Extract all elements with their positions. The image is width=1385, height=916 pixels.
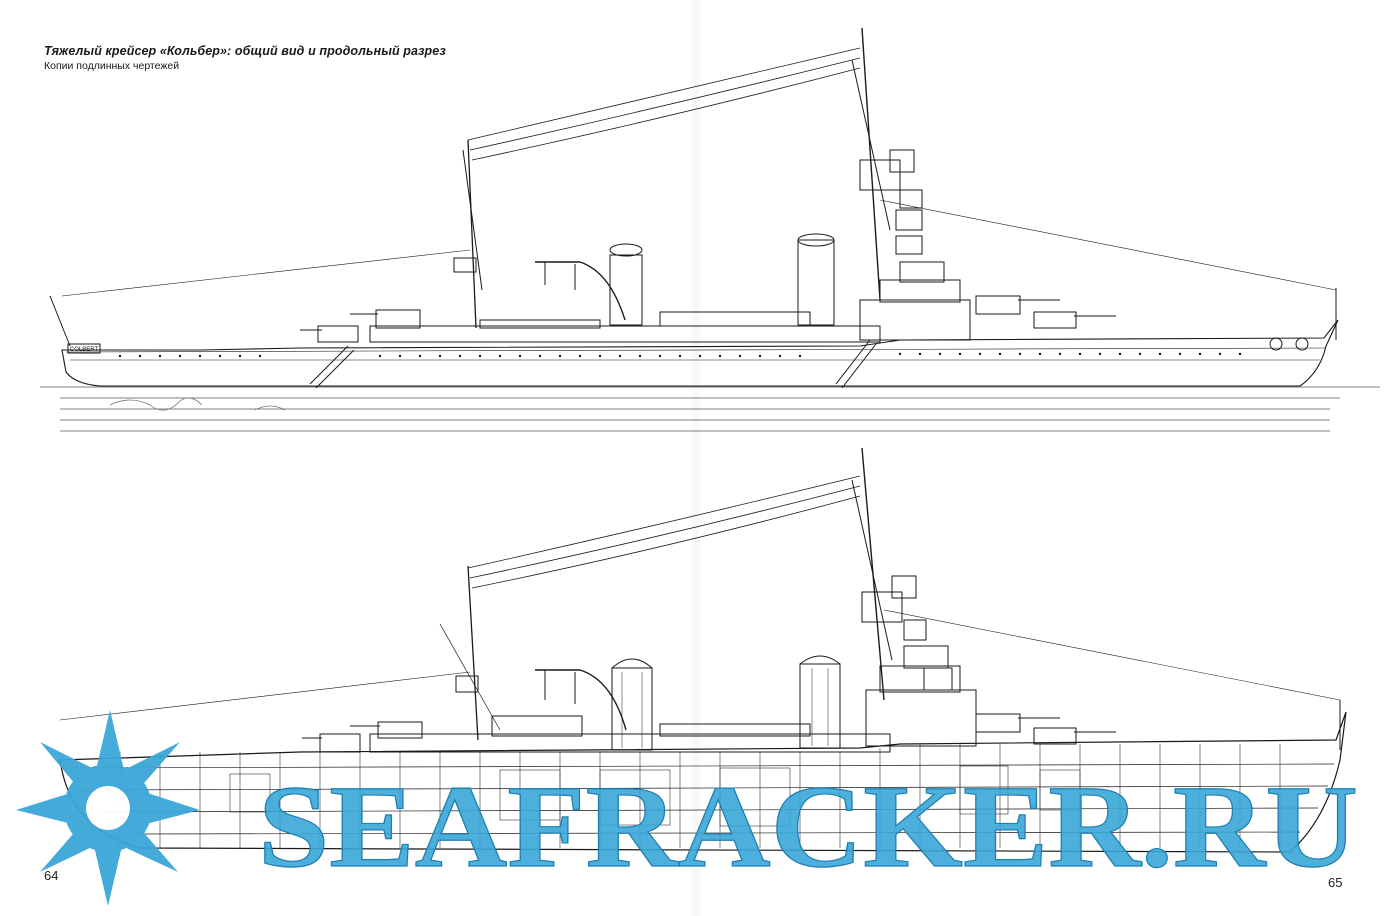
book-gutter	[690, 0, 702, 916]
gun-turrets	[300, 295, 1116, 343]
accommodation-ladders	[309, 339, 877, 389]
watermark: SEAFRACKER.RU	[16, 710, 1359, 906]
section-gun-turrets	[302, 713, 1116, 753]
figure-subtitle: Копии подлинных чертежей	[44, 60, 180, 72]
superstructure	[369, 233, 971, 343]
figure-caption: Тяжелый крейсер «Кольбер»: общий вид и п…	[44, 44, 446, 72]
ship-profile-view: COLBERT	[40, 27, 1380, 432]
watermark-sunburst-icon	[16, 710, 200, 906]
watermark-text: SEAFRACKER.RU	[258, 761, 1358, 892]
section-masts	[59, 447, 1341, 750]
figure-title: Тяжелый крейсер «Кольбер»: общий вид и п…	[44, 44, 446, 58]
page-number-left: 64	[44, 868, 59, 883]
masts	[49, 27, 1337, 347]
ship-name-plate: COLBERT	[67, 343, 101, 354]
hull	[61, 319, 1339, 387]
waterline	[40, 386, 1380, 432]
page-number-right: 65	[1328, 875, 1343, 890]
ship-name-text: COLBERT	[70, 347, 99, 353]
portholes	[118, 352, 1242, 358]
anchor-emblems	[1269, 337, 1309, 351]
section-superstructure	[369, 645, 977, 753]
